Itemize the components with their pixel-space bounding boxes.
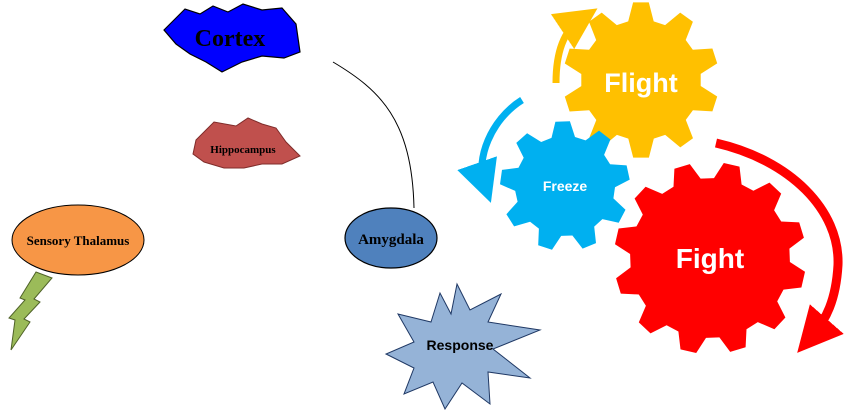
response-node: Response [384,282,542,410]
fight-gear-label: Fight [676,243,744,274]
response-label: Response [427,337,494,353]
cortex-label: Cortex [195,26,266,52]
cortex-amygdala-connector [332,61,415,209]
amygdala-shape [344,207,438,269]
sensory-thalamus-node: Sensory Thalamus [8,204,145,351]
flight-arrow [550,8,598,84]
sensory-thalamus-shape [11,204,145,276]
amygdala-label: Amygdala [358,232,424,248]
hippocampus-node: Hippocampus [192,117,301,169]
hippocampus-shape [192,117,301,169]
cortex-node: Cortex [163,3,301,73]
flight-gear: Flight [564,2,718,158]
amygdala-node: Amygdala [344,207,438,269]
hippocampus-label: Hippocampus [210,144,276,156]
response-shape [384,282,542,410]
sensory-thalamus-label: Sensory Thalamus [27,233,130,248]
fight-arrow [714,138,844,353]
cortex-shape [163,3,301,73]
freeze-arrow [457,97,524,203]
lightning-icon [8,271,53,351]
freeze-gear-shape [500,121,630,250]
flight-gear-label: Flight [604,68,677,98]
freeze-gear: Freeze [500,121,630,250]
fight-gear-shape [615,163,805,353]
flight-gear-shape [564,2,718,158]
fight-gear: Fight [615,163,805,353]
freeze-gear-label: Freeze [543,178,588,194]
